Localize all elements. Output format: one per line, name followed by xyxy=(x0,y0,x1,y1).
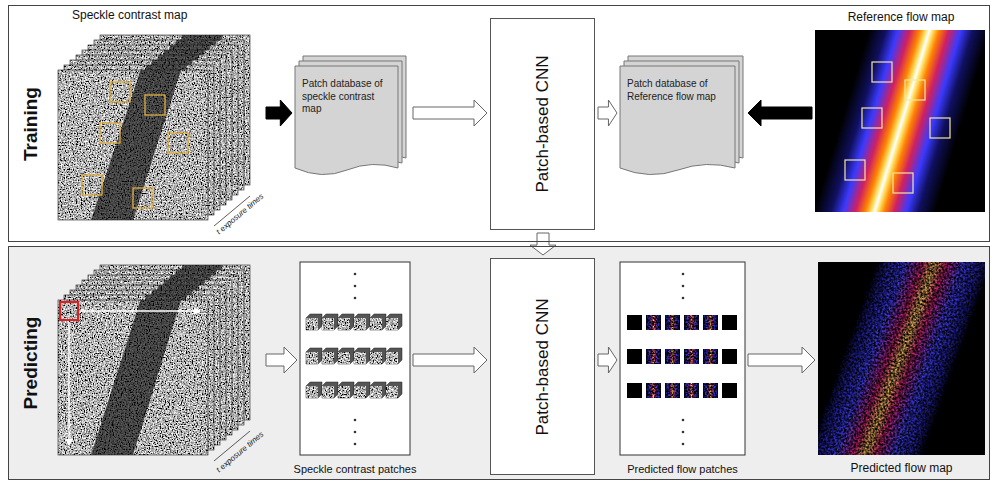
flow-arrow xyxy=(530,233,556,255)
node-label: Patch database of Reference flow map xyxy=(627,78,727,103)
stage-panel: Training Speckle contrast map t exposure t… xyxy=(8,5,990,242)
flow-patches xyxy=(627,315,737,398)
speckle-layer xyxy=(58,300,208,455)
node-label: Predicting xyxy=(20,317,42,410)
speckle-patches xyxy=(306,314,402,398)
node-label: Predicted flow patches xyxy=(627,463,738,475)
reference-flow-image xyxy=(809,0,995,262)
stage-panel: Predictingt exposure timesSpeckle contra… xyxy=(8,246,990,480)
speckle-stack xyxy=(58,265,250,455)
patch-box xyxy=(300,262,410,455)
flow-map-image: Reference flow map xyxy=(815,8,987,213)
scan-arrow xyxy=(68,322,70,445)
node-label: Patch database of speckle contrast map xyxy=(302,78,392,116)
node-label: Patch-based CNN xyxy=(533,298,553,435)
node-label: Training xyxy=(20,87,42,161)
axis-label: t exposure times xyxy=(215,192,266,237)
flow-arrow xyxy=(413,347,487,373)
image-stack: t exposure times xyxy=(58,256,263,478)
patch-set: Predicted flow patches xyxy=(620,262,745,475)
patch-markers xyxy=(82,82,188,208)
data-arrow xyxy=(266,100,292,126)
patch-window xyxy=(60,302,78,320)
data-arrow xyxy=(748,100,812,126)
cnn-box: Patch-based CNN xyxy=(490,18,595,230)
flow-arrow xyxy=(266,347,297,373)
node-label: Patch-based CNN xyxy=(533,55,553,192)
speckle-stack xyxy=(58,35,250,220)
image-stack: Speckle contrast map t exposure times xyxy=(58,8,263,236)
patch-database: Patch database of Reference flow map xyxy=(620,52,745,172)
scan-arrow xyxy=(80,310,200,312)
node-label: t exposure times xyxy=(215,430,266,475)
patch-set: Speckle contrast patches xyxy=(300,262,410,475)
node-label: Reference flow map xyxy=(848,10,955,24)
flow-arrow xyxy=(598,100,617,126)
flow-arrow xyxy=(748,347,815,373)
predicted-flow-image xyxy=(800,208,995,485)
node-label: Speckle contrast map xyxy=(72,8,187,22)
node-label: Predicted flow map xyxy=(850,461,952,475)
node-label: Speckle contrast patches xyxy=(294,463,417,475)
flow-map-image: Predicted flow map xyxy=(818,262,985,475)
patch-database: Patch database of speckle contrast map xyxy=(295,52,410,172)
speckle-layer xyxy=(58,70,208,220)
patch-box xyxy=(620,262,745,455)
cnn-box: Patch-based CNN xyxy=(490,258,595,475)
flow-arrow xyxy=(413,100,487,126)
flow-arrow xyxy=(598,347,617,373)
